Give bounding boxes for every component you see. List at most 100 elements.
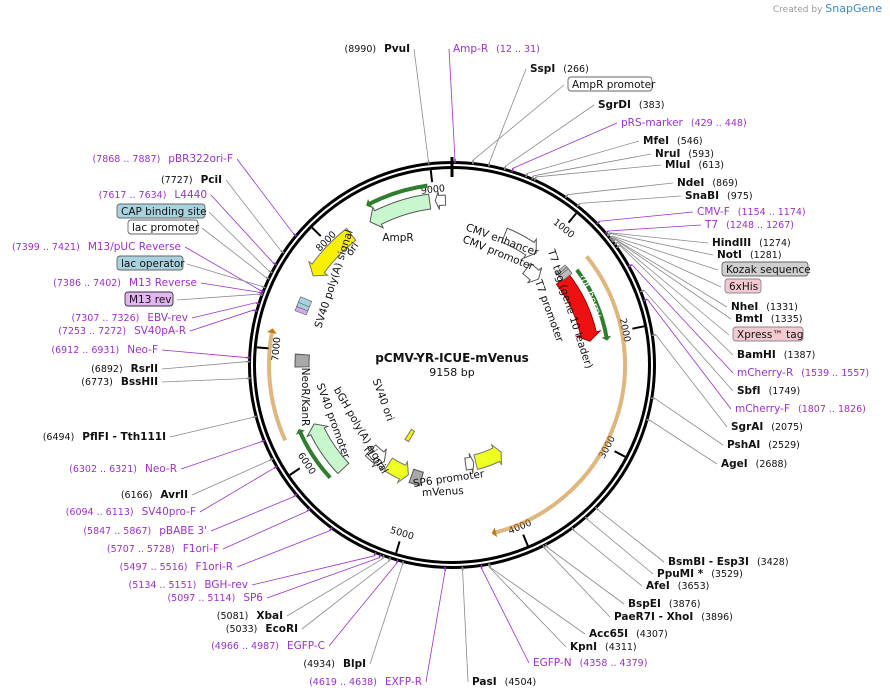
enzyme-label[interactable]: AvrII(6166) xyxy=(121,489,188,501)
enzyme-label[interactable]: MfeI(546) xyxy=(643,135,703,147)
enzyme-position: (1281) xyxy=(750,250,782,261)
primer-label[interactable]: F1ori-R(5497 .. 5516) xyxy=(120,561,233,573)
primer-label[interactable]: mCherry-F(1807 .. 1826) xyxy=(735,403,866,415)
primer-name: T7 xyxy=(704,219,718,231)
enzyme-label[interactable]: PciI(7727) xyxy=(161,174,222,186)
site-tick xyxy=(280,249,285,254)
primer-label[interactable]: Amp-R(12 .. 31) xyxy=(453,43,540,55)
enzyme-label[interactable]: AgeI(2688) xyxy=(721,458,787,470)
enzyme-label[interactable]: SnaBI(975) xyxy=(685,190,753,202)
leader-line xyxy=(191,460,270,496)
leader-line xyxy=(161,349,247,358)
enzyme-label[interactable]: NotI(1281) xyxy=(717,249,782,261)
enzyme-label[interactable]: PshAI(2529) xyxy=(727,439,800,451)
primer-label[interactable]: EXFP-R(4619 .. 4638) xyxy=(309,676,422,688)
leader-line xyxy=(631,264,734,374)
primer-label[interactable]: M13 Reverse(7386 .. 7402) xyxy=(53,277,197,289)
enzyme-label[interactable]: PasI(4504) xyxy=(472,676,536,688)
feature-tag-xpress-tag[interactable]: Xpress™ tag xyxy=(732,326,804,342)
primer-label[interactable]: Neo-F(6912 .. 6931) xyxy=(51,344,158,356)
primer-label[interactable]: F1ori-F(5707 .. 5728) xyxy=(107,543,219,555)
primer-label[interactable]: Neo-R(6302 .. 6321) xyxy=(69,463,177,475)
primer-label[interactable]: CMV-F(1154 .. 1174) xyxy=(697,206,806,218)
feature-neor-kanr xyxy=(305,423,350,475)
enzyme-label[interactable]: PaeR7I - XhoI(3896) xyxy=(614,611,733,623)
enzyme-name: MfeI xyxy=(643,135,669,147)
primer-label[interactable]: BGH-rev(5134 .. 5151) xyxy=(129,579,248,591)
enzyme-position: (1274) xyxy=(759,238,791,249)
feature-tag-kozak-sequence[interactable]: Kozak sequence xyxy=(721,261,811,277)
enzyme-label[interactable]: RsrII(6892) xyxy=(91,363,158,375)
enzyme-label[interactable]: NheI(1331) xyxy=(731,301,798,313)
primer-label[interactable]: SV40pA-R(7253 .. 7272) xyxy=(58,325,186,337)
site-tick xyxy=(533,176,537,181)
leader-line xyxy=(489,567,586,635)
enzyme-label[interactable]: NdeI(869) xyxy=(677,177,738,189)
leader-line xyxy=(210,194,274,264)
primer-label[interactable]: pRS-marker(429 .. 448) xyxy=(621,117,747,129)
enzyme-position: (6773) xyxy=(81,377,113,388)
site-tick xyxy=(643,298,648,302)
feature-tag-box xyxy=(724,278,762,294)
enzyme-label[interactable]: MluI(613) xyxy=(665,159,724,171)
enzyme-label[interactable]: PflFI - Tth111I(6494) xyxy=(43,431,166,443)
leader-line xyxy=(208,211,270,272)
leader-line xyxy=(369,564,403,665)
enzyme-label[interactable]: BsmBI - Esp3I(3428) xyxy=(668,556,789,568)
feature-tag-ampr-promoter[interactable]: AmpR promoter xyxy=(567,76,656,92)
primer-label[interactable]: mCherry-R(1539 .. 1557) xyxy=(737,367,869,379)
feature-tag-m13-rev[interactable]: M13 rev xyxy=(124,291,174,307)
enzyme-label[interactable]: PvuI(8990) xyxy=(344,43,410,55)
primer-label[interactable]: EGFP-C(4966 .. 4987) xyxy=(211,640,325,652)
primer-label[interactable]: SV40pro-F(6094 .. 6113) xyxy=(66,506,196,518)
primer-label[interactable]: T7(1248 .. 1267) xyxy=(704,219,794,231)
tick-mark xyxy=(522,534,529,547)
enzyme-name: NdeI xyxy=(677,177,704,189)
primer-label[interactable]: pBABE 3'(5847 .. 5867) xyxy=(83,525,207,537)
feature-tag-lac-operator[interactable]: lac operator xyxy=(116,255,185,271)
enzyme-label[interactable]: SbfI(1749) xyxy=(737,385,800,397)
enzyme-label[interactable]: SgrAI(2075) xyxy=(731,421,803,433)
feature-tag-text: CAP binding site xyxy=(121,206,207,218)
site-tick xyxy=(269,457,274,462)
enzyme-position: (7727) xyxy=(161,175,193,186)
primer-label[interactable]: pBR322ori-F(7868 .. 7887) xyxy=(92,153,233,165)
leader-line xyxy=(655,334,728,428)
enzyme-position: (4504) xyxy=(505,677,537,688)
enzyme-label[interactable]: EcoRI(5033) xyxy=(226,623,298,635)
tick-mark xyxy=(311,226,322,237)
feature-tag-6xhis[interactable]: 6xHis xyxy=(724,278,762,294)
enzyme-label[interactable]: HindIII(1274) xyxy=(712,237,791,249)
enzyme-label[interactable]: BssHII(6773) xyxy=(81,376,158,388)
site-tick xyxy=(571,527,575,532)
feature-label-sv40-ori: SV40 ori xyxy=(370,377,396,423)
primer-position: (5707 .. 5728) xyxy=(107,544,175,555)
enzyme-label[interactable]: BmtI(1335) xyxy=(735,313,802,325)
enzyme-position: (2688) xyxy=(756,459,788,470)
enzyme-label[interactable]: BlpI(4934) xyxy=(303,658,366,670)
enzyme-label[interactable]: BspEI(3876) xyxy=(628,598,700,610)
feature-tag-lac-promoter[interactable]: lac promoter xyxy=(127,219,200,235)
enzyme-label[interactable]: XbaI(5081) xyxy=(217,610,283,622)
feature-tag-cap-binding-site[interactable]: CAP binding site xyxy=(116,203,207,219)
enzyme-label[interactable]: AfeI(3653) xyxy=(646,580,709,592)
primer-label[interactable]: EBV-rev(7307 .. 7326) xyxy=(72,312,189,324)
enzyme-label[interactable]: SspI(266) xyxy=(530,63,589,75)
enzyme-label[interactable]: PpuMI *(3529) xyxy=(657,568,743,580)
primer-position: (429 .. 448) xyxy=(691,118,747,129)
feature-tag-box xyxy=(721,261,809,277)
enzyme-label[interactable]: KpnI(4311) xyxy=(570,641,637,653)
primer-label[interactable]: M13/pUC Reverse(7399 .. 7421) xyxy=(12,241,181,253)
enzyme-position: (1749) xyxy=(769,386,801,397)
primer-label[interactable]: L4440(7617 .. 7634) xyxy=(99,189,207,201)
enzyme-label[interactable]: Acc65I(4307) xyxy=(589,628,668,640)
tick-label: 5000 xyxy=(389,525,415,542)
primer-label[interactable]: SP6(5097 .. 5114) xyxy=(167,592,263,604)
site-tick xyxy=(594,506,599,511)
enzyme-position: (6892) xyxy=(91,364,123,375)
enzyme-label[interactable]: NruI(593) xyxy=(655,148,714,160)
primer-label[interactable]: EGFP-N(4358 .. 4379) xyxy=(533,657,647,669)
enzyme-label[interactable]: BamHI(1387) xyxy=(737,349,815,361)
primer-name: L4440 xyxy=(174,189,207,201)
enzyme-label[interactable]: SgrDI(383) xyxy=(598,99,664,111)
